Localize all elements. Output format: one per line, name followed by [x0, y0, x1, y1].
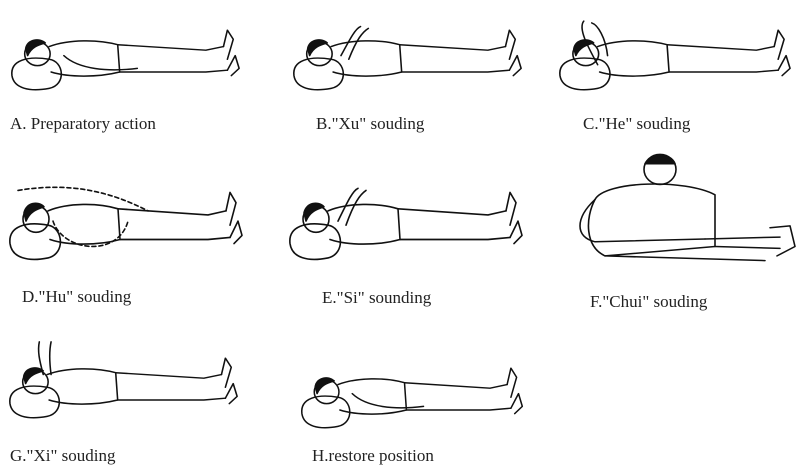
torso — [330, 40, 403, 77]
caption-g: G."Xi" souding — [10, 446, 116, 465]
feet — [505, 191, 523, 245]
caption-a: A. Preparatory action — [10, 114, 156, 133]
torso — [587, 183, 716, 257]
torso — [327, 203, 401, 245]
legs — [116, 44, 229, 73]
caption-b: B."Xu" souding — [316, 114, 425, 133]
legs — [114, 371, 227, 401]
figure-drawing — [9, 186, 243, 261]
pillow — [301, 395, 351, 429]
illustration-e — [288, 172, 528, 262]
feet — [222, 29, 240, 77]
caption-e: E."Si" sounding — [322, 288, 432, 307]
pillow — [559, 57, 611, 91]
legs — [403, 381, 512, 411]
feet — [504, 29, 522, 77]
caption-d: D."Hu" souding — [22, 287, 132, 306]
feet — [225, 191, 243, 245]
torso — [596, 40, 670, 77]
illustration-a — [10, 12, 245, 92]
feet — [220, 357, 238, 405]
torso — [337, 378, 408, 415]
pillow — [293, 57, 345, 91]
figure-drawing — [579, 153, 796, 262]
feet — [506, 367, 524, 415]
figure-drawing — [559, 20, 791, 91]
caption-f: F."Chui" souding — [590, 292, 708, 311]
caption-c: C."He" souding — [583, 114, 691, 133]
illustration-g — [8, 340, 243, 420]
pillow — [11, 57, 63, 91]
torso — [46, 368, 119, 405]
figure-drawing — [301, 367, 524, 429]
figure-drawing — [293, 25, 522, 91]
illustration-d — [8, 172, 248, 262]
pillow — [289, 223, 342, 261]
illustration-f — [565, 145, 797, 270]
pillow — [9, 223, 62, 261]
pillow — [9, 385, 61, 419]
legs — [666, 44, 779, 73]
feet — [773, 29, 791, 77]
feet — [769, 225, 796, 257]
figure-drawing — [9, 341, 238, 419]
arms — [579, 198, 706, 243]
legs — [117, 208, 231, 241]
torso — [48, 40, 121, 77]
legs — [398, 44, 511, 73]
legs — [604, 236, 781, 262]
legs — [397, 208, 511, 241]
illustration-b — [292, 12, 527, 92]
figure-drawing — [289, 187, 523, 261]
illustration-h — [300, 350, 528, 430]
torso — [47, 203, 121, 245]
figure-drawing — [11, 29, 240, 91]
illustration-c — [558, 12, 796, 92]
caption-h: H.restore position — [312, 446, 434, 465]
